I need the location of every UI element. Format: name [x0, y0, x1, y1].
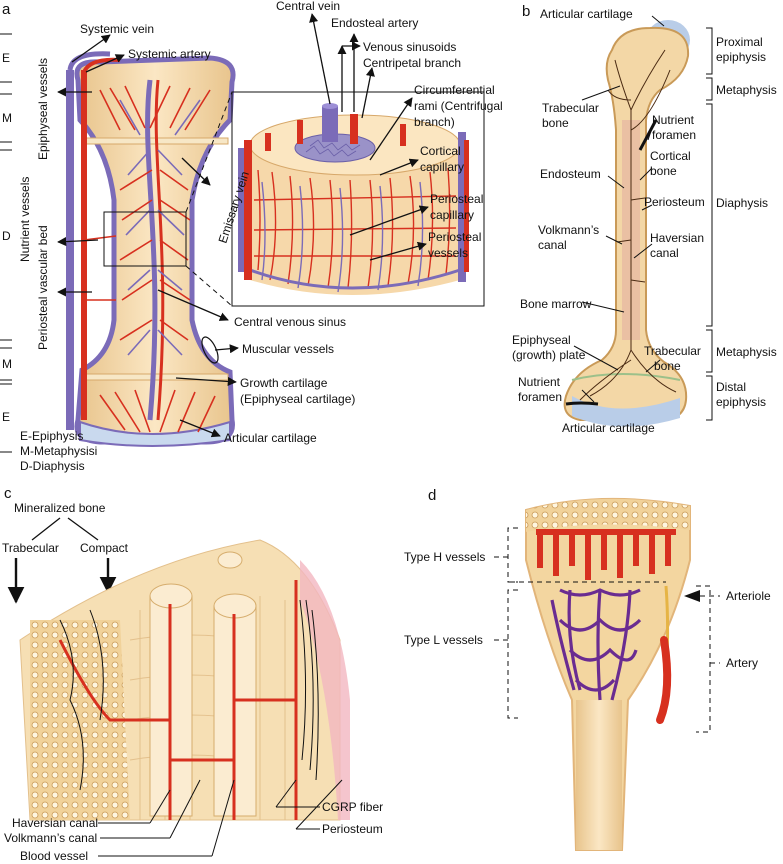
region-metaphysis-bottom: Metaphysis [716, 345, 777, 359]
tibia-diagram [525, 497, 691, 851]
label-venous-sinusoids: Venous sinusoids [363, 40, 456, 54]
label-periosteal-vessels-2: vessels [428, 246, 468, 260]
label-epiphyseal-vessels: Epiphyseal vessels [36, 58, 50, 160]
label-b-nutrient-foramen-1: Nutrient [652, 113, 695, 127]
label-c-trabecular: Trabecular [2, 541, 59, 555]
label-c-blood-vessel: Blood vessel [20, 849, 88, 863]
region-proximal-1: Proximal [716, 35, 763, 49]
label-b-articular-cartilage-bottom: Articular cartilage [562, 421, 655, 435]
label-b-cortical-1: Cortical [650, 149, 691, 163]
label-c-compact: Compact [80, 541, 129, 555]
zone-e-top: E [2, 51, 10, 65]
label-c-cgrp-fiber: CGRP fiber [322, 800, 383, 814]
label-b-nutrient-foramen-2: foramen [652, 128, 696, 142]
zone-m-bottom: M [2, 357, 12, 371]
label-d-type-l: Type L vessels [404, 633, 483, 647]
label-c-mineralized-bone: Mineralized bone [14, 501, 106, 515]
femur-diagram [563, 20, 690, 427]
label-b-nutrient-low-2: foramen [518, 390, 562, 404]
label-b-periosteum: Periosteum [644, 195, 705, 209]
label-centripetal-branch: Centripetal branch [363, 56, 461, 70]
label-cortical-capillary-2: capillary [420, 160, 464, 174]
label-c-haversian-canal: Haversian canal [12, 816, 98, 830]
label-muscular-vessels: Muscular vessels [242, 342, 334, 356]
panel-d: d [404, 487, 771, 851]
label-b-haversian-1: Haversian [650, 231, 704, 245]
label-central-venous-sinus: Central venous sinus [234, 315, 346, 329]
label-b-bone-marrow: Bone marrow [520, 297, 592, 311]
label-b-cortical-2: bone [650, 164, 677, 178]
region-proximal-2: epiphysis [716, 50, 766, 64]
panel-c-letter: c [4, 485, 12, 502]
label-nutrient-vessels: Nutrient vessels [18, 177, 32, 262]
panel-c-tree-lines [7, 517, 117, 604]
region-distal-2: epiphysis [716, 395, 766, 409]
label-b-nutrient-low-1: Nutrient [518, 375, 561, 389]
label-b-endosteum: Endosteum [540, 167, 601, 181]
label-circumferential-2: rami (Centrifugal [414, 99, 503, 113]
panel-a-letter: a [2, 1, 11, 18]
panel-d-letter: d [428, 487, 436, 504]
zone-brackets [0, 33, 12, 453]
label-c-periosteum: Periosteum [322, 822, 383, 836]
femur-region-brackets [706, 27, 713, 421]
label-d-arteriole: Arteriole [726, 589, 771, 603]
label-endosteal-artery: Endosteal artery [331, 16, 418, 30]
panel-b-leaders [573, 15, 665, 403]
label-d-artery: Artery [726, 656, 758, 670]
label-b-trabecular-1: Trabecular [542, 101, 599, 115]
label-circumferential-1: Circumferential [414, 83, 495, 97]
region-metaphysis-top: Metaphysis [716, 83, 777, 97]
label-articular-cartilage-a: Articular cartilage [224, 431, 317, 445]
legend-epiphysis: E-Epiphysis [20, 429, 83, 443]
label-c-volkmanns-canal: Volkmann’s canal [4, 831, 97, 845]
arteriole-arrowhead [684, 590, 700, 602]
label-b-haversian-2: canal [650, 246, 679, 260]
long-bone-diagram [66, 51, 236, 447]
label-b-trabecular-low-2: bone [654, 359, 681, 373]
panel-c: c Mineralized bone Trabecular Compact [2, 485, 383, 863]
panel-b: b [512, 3, 777, 435]
label-b-volkmann-2: canal [538, 238, 567, 252]
label-systemic-vein: Systemic vein [80, 22, 154, 36]
label-b-articular-cartilage-top: Articular cartilage [540, 7, 633, 21]
panel-a-leaders [57, 13, 429, 438]
zone-d: D [2, 229, 11, 243]
label-growth-cartilage-2: (Epiphyseal cartilage) [240, 392, 355, 406]
region-diaphysis: Diaphysis [716, 196, 768, 210]
label-periosteal-capillary-1: Periosteal [430, 192, 483, 206]
cortical-segment-zoom [231, 91, 485, 307]
label-b-trabecular-low-1: Trabecular [644, 344, 701, 358]
label-periosteal-vessels-1: Periosteal [428, 230, 481, 244]
region-distal-1: Distal [716, 380, 746, 394]
zone-e-bottom: E [2, 410, 10, 424]
label-central-vein: Central vein [276, 0, 340, 13]
label-systemic-artery: Systemic artery [128, 47, 211, 61]
label-growth-cartilage-1: Growth cartilage [240, 376, 328, 390]
legend-diaphysis: D-Diaphysis [20, 459, 85, 473]
label-b-trabecular-2: bone [542, 116, 569, 130]
label-cortical-capillary-1: Cortical [420, 144, 461, 158]
zone-m-top: M [2, 111, 12, 125]
panel-b-letter: b [522, 3, 530, 20]
panel-d-brackets [494, 527, 720, 733]
label-periosteal-capillary-2: capillary [430, 208, 474, 222]
panel-a: a E M D M E [0, 0, 503, 473]
label-d-type-h: Type H vessels [404, 550, 485, 564]
legend-metaphysis: M-Metaphysisi [20, 444, 97, 458]
label-b-epiphyseal-plate-2: (growth) plate [512, 348, 586, 362]
label-b-volkmann-1: Volkmann’s [538, 223, 599, 237]
cortical-bone-block [19, 539, 350, 821]
panel-c-leaders [98, 779, 343, 857]
label-circumferential-3: branch) [414, 115, 455, 129]
label-periosteal-vascular-bed: Periosteal vascular bed [36, 225, 50, 350]
label-b-epiphyseal-plate-1: Epiphyseal [512, 333, 571, 347]
